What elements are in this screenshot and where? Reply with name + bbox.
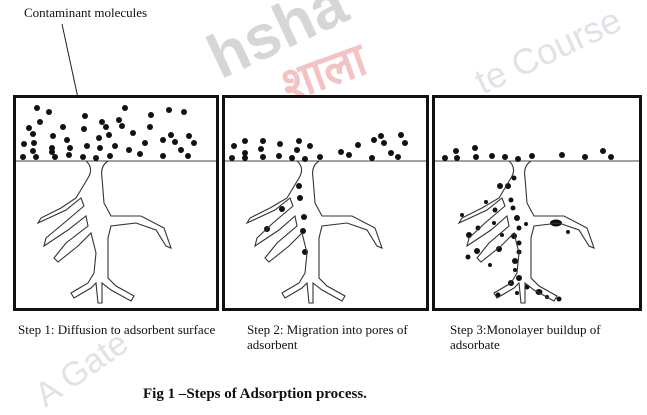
step1-diagram — [16, 105, 216, 304]
step3-diagram — [435, 145, 639, 304]
step3-caption: Step 3:Monolayer buildup of adsorbate — [450, 322, 601, 352]
step2-diagram — [225, 132, 426, 304]
step3-panel — [432, 95, 642, 311]
contaminant-label: Contaminant molecules — [24, 5, 148, 20]
figure-title: Fig 1 –Steps of Adsorption process. — [143, 386, 367, 402]
step2-panel — [222, 95, 429, 311]
step2-caption: Step 2: Migration into pores of adsorben… — [247, 322, 408, 352]
step1-panel — [13, 95, 219, 311]
step1-caption: Step 1: Diffusion to adsorbent surface — [18, 322, 216, 337]
